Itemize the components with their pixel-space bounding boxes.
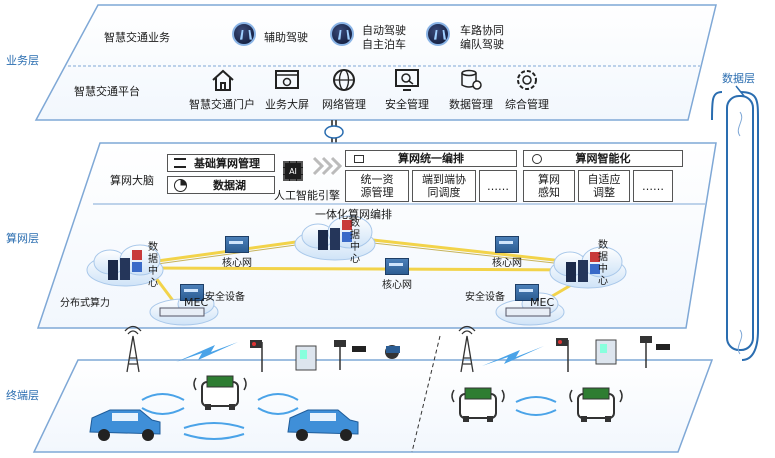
basic-mgmt-box: 基础算网管理 xyxy=(167,154,275,172)
datacenter-right-label: 数据中心 xyxy=(598,240,608,287)
chevrons-icon xyxy=(312,156,342,176)
core-net-label-1: 核心网 xyxy=(222,258,252,269)
security-device-icon xyxy=(180,284,204,301)
mec-box-left xyxy=(159,307,205,317)
security-label-left: 安全设备 xyxy=(205,292,245,303)
platform-data-mgmt: 数据管理 xyxy=(449,98,493,111)
core-net-switch-icon xyxy=(225,236,249,253)
unified-item-e2e: 端到端协 同调度 xyxy=(412,170,476,202)
home-icon xyxy=(212,69,234,91)
core-net-label-2: 核心网 xyxy=(492,258,522,269)
autonomous-driving-icon xyxy=(330,22,354,46)
service-assisted-driving: 辅助驾驶 xyxy=(264,31,308,44)
interface-ring xyxy=(324,125,344,139)
data-lake-label: 数据湖 xyxy=(213,178,246,192)
distributed-label: 分布式算力 xyxy=(60,298,110,309)
platform-security-mgmt: 安全管理 xyxy=(385,98,429,111)
database-gear-icon xyxy=(461,69,482,90)
exchange-arrows xyxy=(141,393,557,440)
core-net-switch-icon xyxy=(495,236,519,253)
service-platoon: 编队驾驶 xyxy=(460,38,504,51)
service-vehicle-road: 车路协同 xyxy=(460,24,504,37)
intel-item-more: …… xyxy=(633,170,673,202)
unified-more: …… xyxy=(487,179,509,193)
unified-header: 算网统一编排 xyxy=(345,150,517,167)
roadside-devices-left xyxy=(250,340,400,372)
platform-big-screen: 业务大屏 xyxy=(265,98,309,111)
car-green-3 xyxy=(569,387,623,422)
unified-title: 算网统一编排 xyxy=(398,152,464,165)
core-net-switch-icon xyxy=(385,258,409,275)
car-green-2 xyxy=(451,387,505,422)
security-label-right: 安全设备 xyxy=(465,292,505,303)
unified-e2e-line2: 同调度 xyxy=(427,186,461,199)
datacenter-left-label: 数据中心 xyxy=(148,242,158,289)
globe-icon xyxy=(333,69,355,91)
list-icon xyxy=(354,155,364,163)
data-layer-bar xyxy=(726,95,754,351)
lightning-right xyxy=(482,346,544,366)
business-plane xyxy=(34,4,717,121)
layer-label-compute: 算网层 xyxy=(6,232,39,245)
integrated-label: 一体化算网编排 xyxy=(315,208,392,221)
unified-resource-line2: 源管理 xyxy=(360,186,394,199)
lightning-left xyxy=(176,342,238,362)
car-green-1 xyxy=(193,375,247,410)
terminal-divider xyxy=(411,335,441,453)
service-auto-parking: 自主泊车 xyxy=(362,38,406,51)
intel-title: 算网智能化 xyxy=(575,152,631,165)
integrated-gear-icon xyxy=(517,70,537,90)
unified-resource-line1: 统一资 xyxy=(360,173,394,186)
server-icons xyxy=(108,220,600,282)
intel-adaptive-line1: 自适应 xyxy=(587,173,621,186)
security-device-icon xyxy=(515,284,539,301)
datacenter-center-label: 数据中心 xyxy=(350,218,360,265)
intel-adaptive-line2: 调整 xyxy=(593,186,615,199)
security-monitor-icon xyxy=(395,69,419,91)
brain-label: 算网大脑 xyxy=(110,174,154,187)
intel-item-adaptive: 自适应 调整 xyxy=(578,170,630,202)
intel-item-perception: 算网 感知 xyxy=(523,170,575,202)
ai-engine-label: 人工智能引擎 xyxy=(274,189,340,202)
intel-more: …… xyxy=(642,179,664,193)
ai-chip-icon: AI xyxy=(283,161,303,181)
platform-label: 智慧交通平台 xyxy=(74,85,140,98)
mec-label-right: MEC xyxy=(530,296,555,309)
pie-chart-icon xyxy=(174,178,187,192)
mec-label-left: MEC xyxy=(184,296,209,309)
vehicle-road-icon xyxy=(426,22,450,46)
intel-perception-line1: 算网 xyxy=(538,173,560,186)
service-label: 智慧交通业务 xyxy=(104,31,170,44)
data-lake-box: 数据湖 xyxy=(167,176,275,194)
unified-item-more: …… xyxy=(479,170,517,202)
assisted-driving-icon xyxy=(232,22,256,46)
layer-label-terminal: 终端层 xyxy=(6,389,39,402)
big-screen-icon xyxy=(275,70,299,89)
platform-portal: 智慧交通门户 xyxy=(189,98,255,111)
tower-icons xyxy=(124,325,476,373)
platform-network-mgmt: 网络管理 xyxy=(322,98,366,111)
car-blue-left xyxy=(89,409,161,441)
brain-icon xyxy=(532,154,542,164)
intel-header: 算网智能化 xyxy=(523,150,683,167)
ai-chip-label: AI xyxy=(289,166,297,176)
unified-e2e-line1: 端到端协 xyxy=(422,173,466,186)
roadside-devices-right xyxy=(556,336,670,372)
intel-perception-line2: 感知 xyxy=(538,186,560,199)
core-net-label-3: 核心网 xyxy=(382,280,412,291)
platform-integrated-mgmt: 综合管理 xyxy=(505,98,549,111)
service-autonomous-driving: 自动驾驶 xyxy=(362,24,406,37)
layers-icon xyxy=(174,158,186,168)
mec-box-right xyxy=(505,307,551,317)
unified-item-resource: 统一资 源管理 xyxy=(345,170,409,202)
basic-mgmt-label: 基础算网管理 xyxy=(194,156,260,170)
layer-label-business: 业务层 xyxy=(6,54,39,67)
layer-label-data: 数据层 xyxy=(722,72,755,85)
car-blue-right xyxy=(287,409,359,441)
